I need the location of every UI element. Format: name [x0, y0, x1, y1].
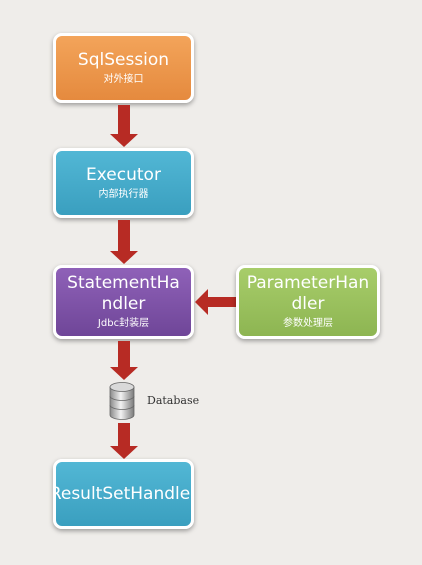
- arrow-database-to-resultset: [110, 423, 138, 459]
- arrow-executor-to-statement: [110, 220, 138, 264]
- parameter-handler-node: ParameterHan dler 参数处理层: [236, 265, 380, 339]
- statement-handler-node: StatementHa ndler Jdbc封装层: [53, 265, 194, 339]
- executor-node: Executor 内部执行器: [53, 148, 194, 218]
- resultset-handler-node: ResultSetHandler: [53, 459, 194, 529]
- arrow-statement-to-database: [110, 341, 138, 380]
- database-icon: [109, 382, 135, 420]
- database-label: Database: [147, 394, 200, 407]
- parameter-handler-title-line2: dler: [291, 294, 325, 314]
- executor-title: Executor: [86, 165, 161, 185]
- parameter-handler-subtitle: 参数处理层: [283, 318, 333, 329]
- resultset-handler-title: ResultSetHandler: [53, 484, 194, 504]
- arrow-sqlsession-to-executor: [110, 105, 138, 147]
- sqlsession-title: SqlSession: [77, 50, 170, 70]
- arrow-parameter-to-statement: [195, 289, 236, 315]
- sqlsession-node: SqlSession 对外接口: [53, 33, 194, 103]
- sqlsession-subtitle: 对外接口: [103, 74, 144, 85]
- statement-handler-subtitle: Jdbc封装层: [97, 318, 150, 329]
- parameter-handler-title-line1: ParameterHan: [246, 273, 370, 293]
- statement-handler-title-line1: StatementHa: [67, 273, 180, 293]
- statement-handler-title-line2: ndler: [101, 294, 146, 314]
- executor-subtitle: 内部执行器: [98, 189, 149, 200]
